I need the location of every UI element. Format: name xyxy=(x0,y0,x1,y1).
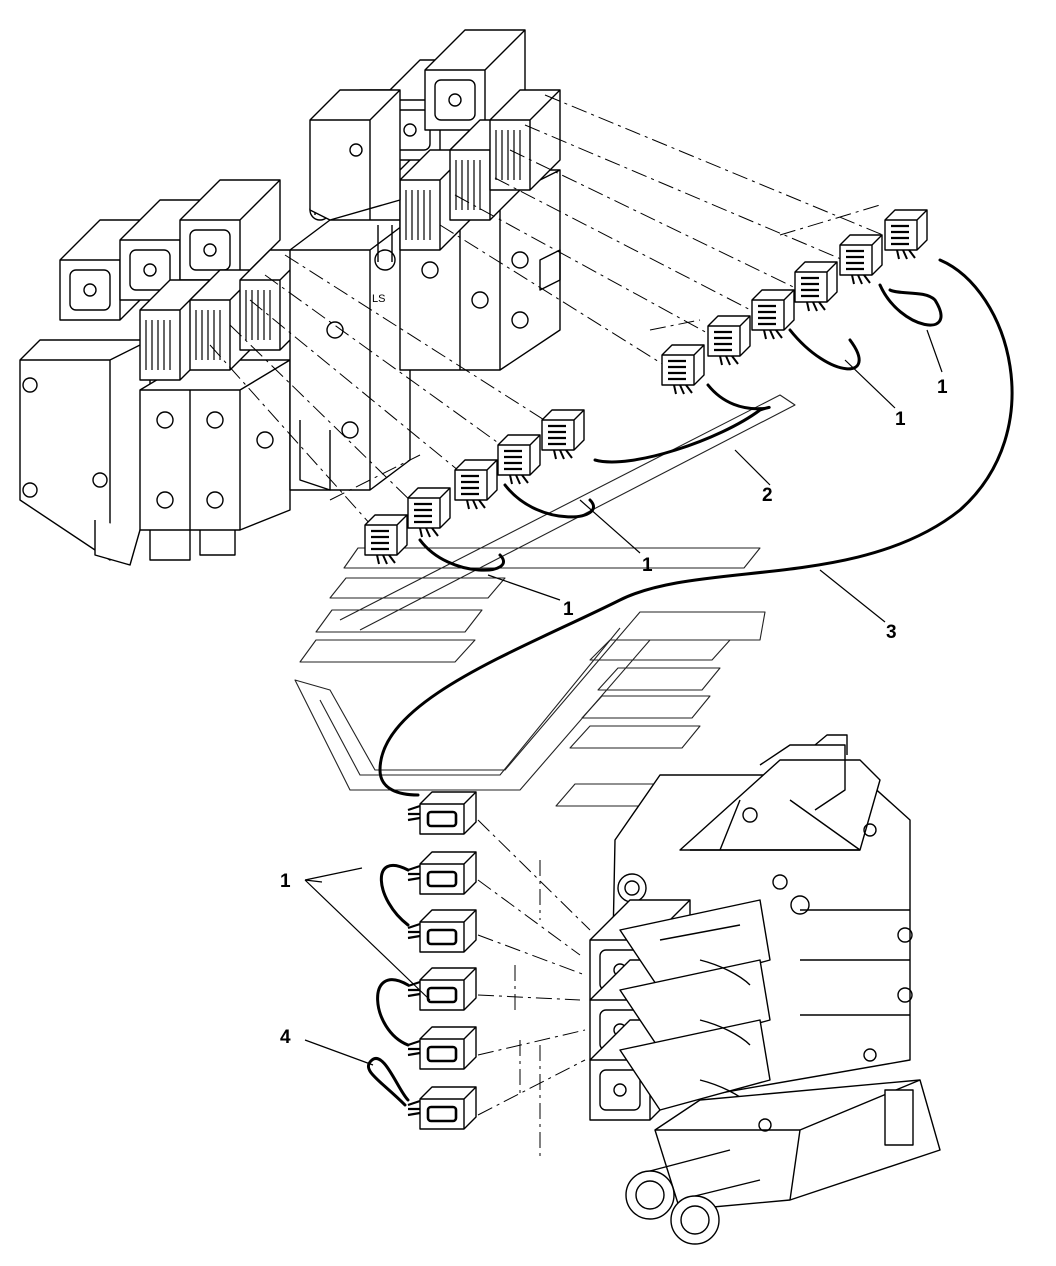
connector-icon xyxy=(363,513,409,566)
lower-valve-assembly xyxy=(589,734,941,1245)
callout-label: 1 xyxy=(937,377,948,398)
connector-icon xyxy=(838,233,884,286)
callout-label: 4 xyxy=(280,1027,291,1048)
connector-icon xyxy=(406,908,478,954)
upper-leader-lines xyxy=(209,94,896,536)
connector-icon xyxy=(406,486,452,539)
connector-icon xyxy=(406,790,478,836)
callout-label: 1 xyxy=(280,871,291,892)
connector-icon xyxy=(540,408,586,461)
connector-icon xyxy=(793,260,839,313)
connector-icon xyxy=(496,433,542,486)
callout-leaders xyxy=(304,329,943,1066)
connector-icon xyxy=(406,1025,478,1071)
upper-valve-assembly: LS xyxy=(19,29,561,566)
connector-icon xyxy=(750,288,796,341)
callout-label: 1 xyxy=(642,555,653,576)
lower-leader-lines xyxy=(477,819,591,1160)
callout-label: 3 xyxy=(886,622,897,643)
ls-port-label: LS xyxy=(372,293,385,305)
lower-jumpers xyxy=(366,863,410,1107)
callout-label: 2 xyxy=(762,485,773,506)
harness-cables xyxy=(378,258,1014,797)
connector-icon xyxy=(406,850,478,896)
connector-icon xyxy=(706,314,752,367)
lower-connectors xyxy=(406,790,478,1131)
callout-label: 1 xyxy=(563,599,574,620)
connector-icon xyxy=(660,343,706,396)
callout-label: 1 xyxy=(895,409,906,430)
connector-icon xyxy=(883,208,929,261)
connector-icon xyxy=(453,458,499,511)
connector-icon xyxy=(406,1085,478,1131)
